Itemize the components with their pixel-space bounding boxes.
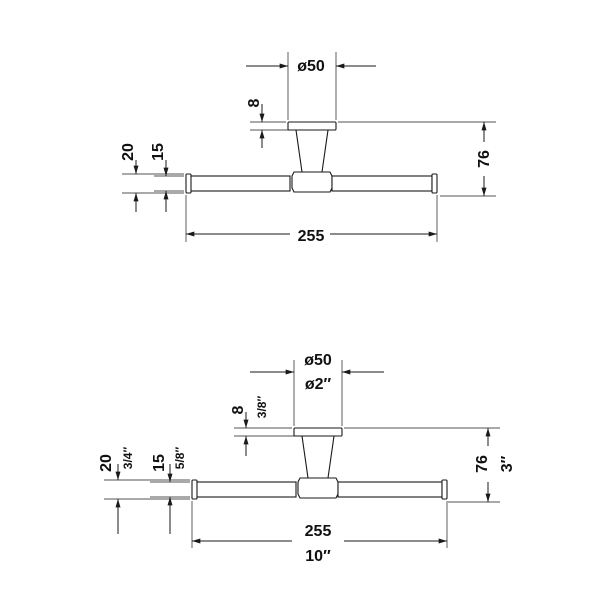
dim-width-top: 255 xyxy=(185,195,438,245)
dim-depth-top: 76 xyxy=(338,121,496,197)
dim-label: ø50 xyxy=(304,352,332,369)
dim-height-total-top: 20 xyxy=(120,143,184,212)
dim-label: 20 xyxy=(98,454,115,472)
dim-label-imperial: ø2″ xyxy=(305,376,332,393)
dim-diameter-bottom: ø50 ø2″ xyxy=(250,352,384,426)
dim-label-imperial: 3/8″ xyxy=(255,396,269,419)
dim-label: 76 xyxy=(474,455,491,473)
dim-label: 15 xyxy=(151,454,168,472)
dim-label: 8 xyxy=(230,405,247,414)
dim-diameter-top: ø50 xyxy=(246,52,376,120)
dim-height-bar-bottom: 15 5/8″ xyxy=(150,447,190,534)
dim-height-bar-top: 15 xyxy=(150,143,184,212)
bottom-view: ø50 ø2″ 8 3/8″ 20 3/4″ 15 xyxy=(98,352,516,565)
dim-flange-top: 8 xyxy=(246,98,294,148)
dim-label: 76 xyxy=(476,150,493,168)
dim-label: 20 xyxy=(120,143,137,161)
dim-label-imperial: 10″ xyxy=(305,548,331,565)
dim-flange-bottom: 8 3/8″ xyxy=(230,396,300,456)
holder-part-bottom xyxy=(191,427,448,500)
dim-label-imperial: 5/8″ xyxy=(173,447,187,470)
top-view: ø50 8 20 15 xyxy=(120,52,496,245)
dim-label: 15 xyxy=(150,143,167,161)
dim-label: 255 xyxy=(305,523,332,540)
dim-label: ø50 xyxy=(297,58,325,75)
dim-label: 8 xyxy=(246,98,263,107)
dim-label-imperial: 3″ xyxy=(499,455,516,472)
dim-label-imperial: 3/4″ xyxy=(121,447,135,470)
holder-part-top xyxy=(185,121,438,194)
dim-depth-bottom: 76 3″ xyxy=(344,427,516,503)
dim-height-total-bottom: 20 3/4″ xyxy=(98,447,190,534)
dim-label: 255 xyxy=(298,228,325,245)
dim-width-bottom: 255 10″ xyxy=(191,501,448,565)
